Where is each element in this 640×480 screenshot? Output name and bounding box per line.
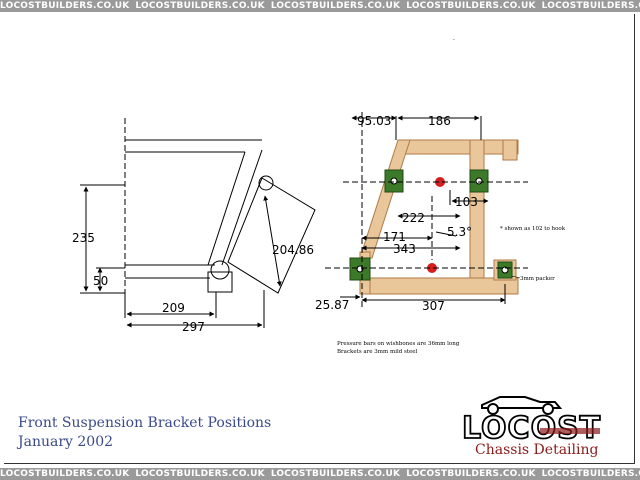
dim-209: 209	[162, 301, 185, 315]
watermark-text: LOCOSTBUILDERS.CO.UK	[135, 469, 265, 479]
note-packer: 3mm packer	[520, 276, 555, 282]
frame-view	[325, 112, 528, 310]
watermark-text: LOCOSTBUILDERS.CO.UK	[0, 1, 130, 11]
dim-343: 343	[393, 242, 416, 256]
caption-date: January 2002	[18, 434, 114, 450]
dim-50: 50	[93, 274, 108, 288]
dim-222: 222	[402, 211, 425, 225]
dim-25-87: 25.87	[315, 298, 349, 312]
dim-186: 186	[428, 114, 451, 128]
dim-171: 171	[383, 230, 406, 244]
dim-204-86: 204.86	[272, 243, 314, 257]
drawing-frame	[4, 14, 635, 464]
dim-235: 235	[72, 231, 95, 245]
side-view	[80, 118, 316, 328]
caption-title: Front Suspension Bracket Positions	[18, 415, 272, 431]
logo-subtitle: Chassis Detailing	[475, 442, 599, 458]
watermark-text: LOCOSTBUILDERS.CO.UK	[541, 469, 640, 479]
dim-307: 307	[422, 299, 445, 313]
watermark-text: LOCOSTBUILDERS.CO.UK	[135, 1, 265, 11]
dim-95-03: 95.03	[357, 114, 391, 128]
dim-103: 103	[455, 195, 478, 209]
watermark-text: LOCOSTBUILDERS.CO.UK	[0, 469, 130, 479]
watermark-text: LOCOSTBUILDERS.CO.UK	[270, 1, 401, 11]
locost-logo: LOCOST	[461, 396, 601, 447]
watermark-text: LOCOSTBUILDERS.CO.UK	[541, 1, 640, 11]
note-hook: * shown as 102 to hook	[500, 226, 566, 232]
watermark-text: LOCOSTBUILDERS.CO.UK	[270, 469, 401, 479]
dim-angle: 5.3°	[447, 225, 472, 239]
note-line-1: Pressure bars on wishbones are 36mm long	[337, 341, 460, 347]
watermark-top: LOCOSTBUILDERS.CO.UK LOCOSTBUILDERS.CO.UK…	[0, 0, 640, 12]
svg-text:.: .	[453, 35, 455, 42]
watermark-text: LOCOSTBUILDERS.CO.UK	[406, 1, 536, 11]
watermark-bottom: LOCOSTBUILDERS.CO.UK LOCOSTBUILDERS.CO.UK…	[0, 468, 640, 480]
dim-297: 297	[182, 320, 205, 334]
note-line-2: Brackets are 3mm mild steel	[337, 349, 418, 355]
watermark-text: LOCOSTBUILDERS.CO.UK	[406, 469, 536, 479]
